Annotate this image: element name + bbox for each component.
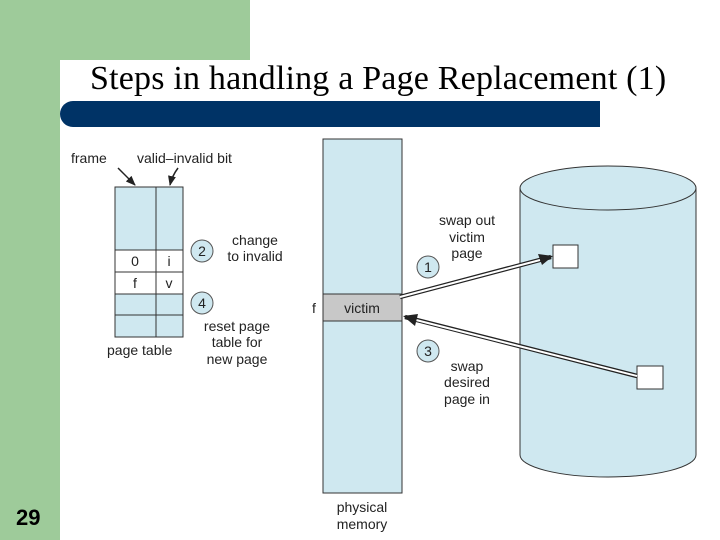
slide-title: Steps in handling a Page Replacement (1) xyxy=(90,60,667,97)
step-3-line1: swap xyxy=(451,358,484,374)
victim-label: victim xyxy=(344,300,380,316)
step-1-line1: swap out xyxy=(439,212,495,228)
page-table-caption: page table xyxy=(107,342,173,358)
swap-out-arrow-inner xyxy=(399,259,541,298)
swap-in-arrowhead xyxy=(403,314,418,326)
step-2: 2 change to invalid xyxy=(190,232,283,264)
page-table-row-1-bit: v xyxy=(166,275,173,291)
valid-bit-pointer-arrow xyxy=(168,167,179,186)
step-3-badge xyxy=(416,339,440,363)
physical-memory-caption-line1: physical xyxy=(337,499,388,515)
step-1-number: 1 xyxy=(424,259,432,275)
victim-frame xyxy=(322,293,403,322)
corner-band xyxy=(60,0,250,60)
step-4-line1: reset page xyxy=(204,318,270,334)
disk-body xyxy=(519,188,697,478)
step-1-line2: victim xyxy=(449,229,485,245)
title-underline-bar xyxy=(60,101,600,127)
slide-number: 29 xyxy=(16,505,41,530)
step-3: 3 swap desired page in xyxy=(416,339,490,407)
page-table-row-0-bit: i xyxy=(167,253,170,269)
physical-memory: victim f physical memory xyxy=(312,138,403,532)
step-3-line3: page in xyxy=(444,391,490,407)
step-2-line2: to invalid xyxy=(227,248,282,264)
page-table-row-0-frame: 0 xyxy=(131,253,139,269)
page-table: 0 i f v frame valid–invalid bit page tab… xyxy=(71,150,232,358)
step-4-badge xyxy=(190,291,214,315)
physical-memory-caption-line2: memory xyxy=(337,516,388,532)
disk-victim-page xyxy=(552,244,579,269)
step-4-number: 4 xyxy=(198,295,206,311)
backing-store-disk xyxy=(519,165,697,478)
step-4-line2: table for xyxy=(212,334,263,350)
step-3-line2: desired xyxy=(444,374,490,390)
step-1-badge xyxy=(416,255,440,279)
frame-pointer-arrow xyxy=(117,167,136,186)
step-1: 1 swap out victim page xyxy=(416,212,495,279)
step-4-line3: new page xyxy=(207,351,268,367)
disk-top xyxy=(519,165,697,211)
step-2-line1: change xyxy=(232,232,278,248)
swap-in-arrow-inner xyxy=(415,319,638,377)
step-3-number: 3 xyxy=(424,343,432,359)
step-2-number: 2 xyxy=(198,243,206,259)
disk-desired-page xyxy=(636,365,664,390)
memory-frame-label: f xyxy=(312,300,316,316)
step-4: 4 reset page table for new page xyxy=(190,291,270,367)
swap-out-arrowhead xyxy=(538,254,553,265)
step-2-badge xyxy=(190,239,214,263)
side-band xyxy=(0,0,60,540)
step-1-line3: page xyxy=(451,245,482,261)
frame-label: frame xyxy=(71,150,107,166)
valid-invalid-bit-label: valid–invalid bit xyxy=(137,150,232,166)
page-table-row-1-frame: f xyxy=(133,275,137,291)
